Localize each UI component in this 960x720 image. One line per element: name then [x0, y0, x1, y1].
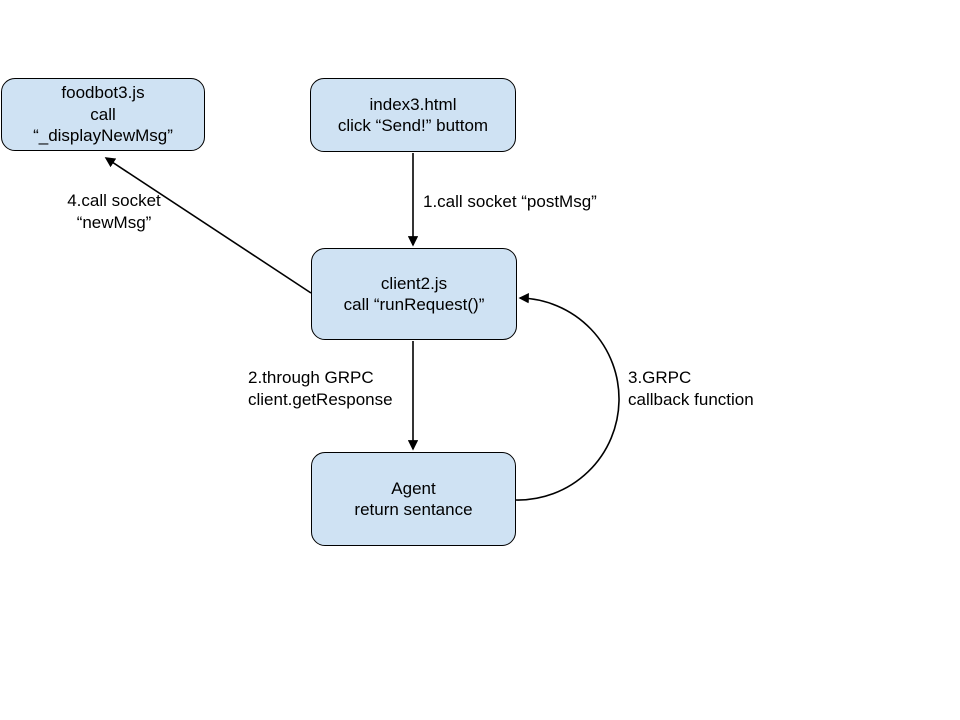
node-index3: index3.html click “Send!” buttom	[310, 78, 516, 152]
edge-label-3-line2: callback function	[628, 390, 754, 409]
node-agent: Agent return sentance	[311, 452, 516, 546]
node-index3-line1: index3.html	[369, 94, 457, 114]
node-foodbot3-line3: “_displayNewMsg”	[33, 126, 173, 146]
edge-label-4-line2: “newMsg”	[76, 213, 152, 232]
edge-label-4: 4.call socket “newMsg”	[55, 190, 173, 234]
node-client2: client2.js call “runRequest()”	[311, 248, 517, 340]
edge-label-1: 1.call socket “postMsg”	[423, 191, 597, 213]
node-foodbot3-line1: foodbot3.js	[61, 83, 145, 103]
node-agent-line2: return sentance	[354, 500, 473, 519]
edge-label-3: 3.GRPC callback function	[628, 367, 754, 411]
node-foodbot3: foodbot3.js call “_displayNewMsg”	[1, 78, 205, 151]
edge-label-1-text: 1.call socket “postMsg”	[423, 192, 597, 211]
edge-label-2-line2: client.getResponse	[248, 390, 393, 409]
node-client2-line1: client2.js	[380, 273, 448, 293]
edge-label-4-line1: 4.call socket	[67, 191, 161, 210]
edge-label-2: 2.through GRPC client.getResponse	[248, 367, 393, 411]
edge-label-3-line1: 3.GRPC	[628, 368, 692, 387]
node-agent-line1: Agent	[391, 478, 436, 498]
arrow-agent-callback-arc	[515, 292, 620, 501]
node-client2-line2: call “runRequest()”	[343, 295, 485, 314]
node-foodbot3-line2: call	[90, 104, 116, 124]
edge-label-2-line1: 2.through GRPC	[248, 368, 374, 387]
node-index3-line2: click “Send!” buttom	[337, 116, 489, 135]
